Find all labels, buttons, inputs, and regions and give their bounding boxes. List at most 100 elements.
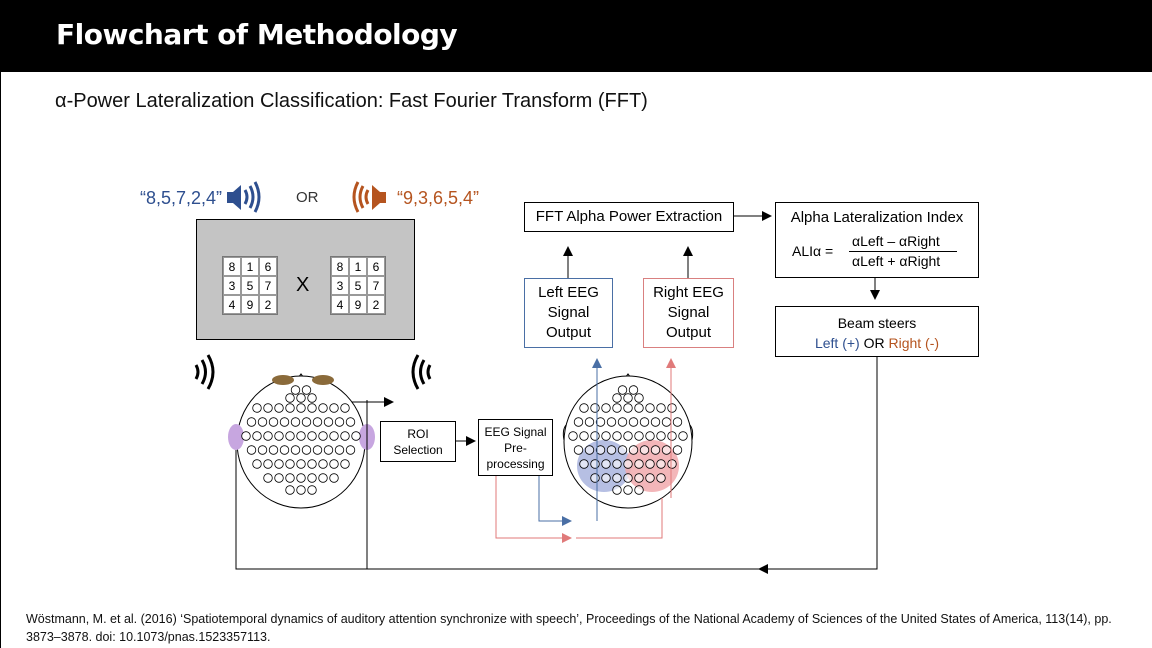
- electrode: [312, 417, 323, 427]
- electrode: [595, 417, 606, 427]
- electrode: [623, 473, 633, 483]
- electrode: [246, 445, 257, 455]
- connector-lines: [235, 211, 880, 574]
- electrode: [318, 473, 328, 483]
- grid-cell: 2: [367, 295, 385, 314]
- grid-cell: 1: [349, 257, 367, 276]
- left-digit-sequence: “8,5,7,2,4”: [140, 188, 223, 208]
- electrode: [595, 445, 606, 455]
- electrode: [650, 417, 661, 427]
- electrode: [318, 403, 328, 413]
- electrode: [351, 431, 361, 441]
- preprocessing-line: EEG Signal: [484, 424, 547, 439]
- electrode: [329, 431, 339, 441]
- electrode: [263, 431, 273, 441]
- electrode: [628, 445, 639, 455]
- slide-border: [0, 72, 1, 648]
- electrode: [301, 417, 312, 427]
- roi-line: ROI: [407, 426, 429, 441]
- electrode: [656, 473, 666, 483]
- electrode: [318, 459, 328, 469]
- left-eeg-line: Left EEG: [538, 284, 599, 301]
- electrode: [334, 417, 345, 427]
- electrode: [285, 473, 295, 483]
- ali-title: Alpha Lateralization Index: [790, 209, 964, 226]
- electrode: [263, 473, 273, 483]
- electrode: [318, 431, 328, 441]
- electrode: [634, 431, 644, 441]
- electrode: [590, 431, 600, 441]
- electrode: [612, 459, 622, 469]
- electrode: [667, 403, 677, 413]
- electrode: [290, 385, 301, 395]
- electrode: [612, 485, 622, 495]
- electrode: [601, 473, 611, 483]
- electrode: [340, 459, 350, 469]
- electrode: [573, 445, 584, 455]
- electrode: [612, 431, 622, 441]
- page-title: Flowchart of Methodology: [56, 18, 458, 51]
- grid-cell: 2: [259, 295, 277, 314]
- electrode: [634, 485, 644, 495]
- electrode: [623, 393, 633, 403]
- grid-cell: 8: [331, 257, 349, 276]
- electrode: [312, 445, 323, 455]
- electrode: [656, 431, 666, 441]
- electrode: [268, 417, 279, 427]
- electrode: [628, 417, 639, 427]
- electrode: [617, 445, 628, 455]
- electrode: [307, 459, 317, 469]
- electrode: [579, 459, 589, 469]
- electrode: [263, 403, 273, 413]
- electrode: [573, 417, 584, 427]
- electrode: [307, 485, 317, 495]
- electrode: [296, 403, 306, 413]
- electrode: [274, 431, 284, 441]
- electrode: [606, 445, 617, 455]
- electrode: [612, 393, 622, 403]
- citation: Wöstmann, M. et al. (2016) ‘Spatiotempor…: [26, 612, 1112, 644]
- electrode: [285, 485, 295, 495]
- grid-cell: 9: [241, 295, 259, 314]
- electrode: [606, 417, 617, 427]
- fft-extraction-box: FFT Alpha Power Extraction: [524, 202, 734, 232]
- grid-cell: 3: [331, 276, 349, 295]
- electrode: [307, 393, 317, 403]
- electrode: [645, 459, 655, 469]
- electrode: [274, 473, 284, 483]
- preprocessing-line: processing: [486, 456, 545, 471]
- electrode: [290, 445, 301, 455]
- ali-formula-lhs: ALIα =: [792, 243, 834, 259]
- subtitle: α-Power Lateralization Classification: F…: [55, 90, 648, 112]
- electrode: [307, 431, 317, 441]
- electrode: [329, 473, 339, 483]
- electrode: [617, 417, 628, 427]
- electrode: [661, 417, 672, 427]
- grid-cell: 9: [349, 295, 367, 314]
- left-signal-path: [538, 358, 602, 526]
- electrode: [252, 431, 262, 441]
- electrode: [323, 417, 334, 427]
- electrode: [661, 445, 672, 455]
- right-eeg-line: Right EEG: [653, 284, 724, 301]
- electrode: [667, 459, 677, 469]
- speaker-left-icon: [227, 181, 261, 213]
- electrode: [639, 417, 650, 427]
- electrode: [645, 403, 655, 413]
- grid-cell: 5: [349, 276, 367, 295]
- times-symbol: X: [296, 274, 310, 296]
- grid-cell: 1: [241, 257, 259, 276]
- electrode: [623, 485, 633, 495]
- digit-grid-left: 8 1 6 3 5 7 4 9 2: [222, 256, 278, 315]
- electrode: [252, 459, 262, 469]
- grid-cell: 7: [259, 276, 277, 295]
- electrode: [263, 459, 273, 469]
- electrode: [590, 473, 600, 483]
- right-signal-path: [495, 358, 676, 543]
- left-eeg-line: Output: [545, 324, 592, 341]
- electrode: [645, 431, 655, 441]
- electrode: [285, 431, 295, 441]
- electrode: [340, 431, 350, 441]
- electrode: [672, 417, 683, 427]
- electrode: [268, 445, 279, 455]
